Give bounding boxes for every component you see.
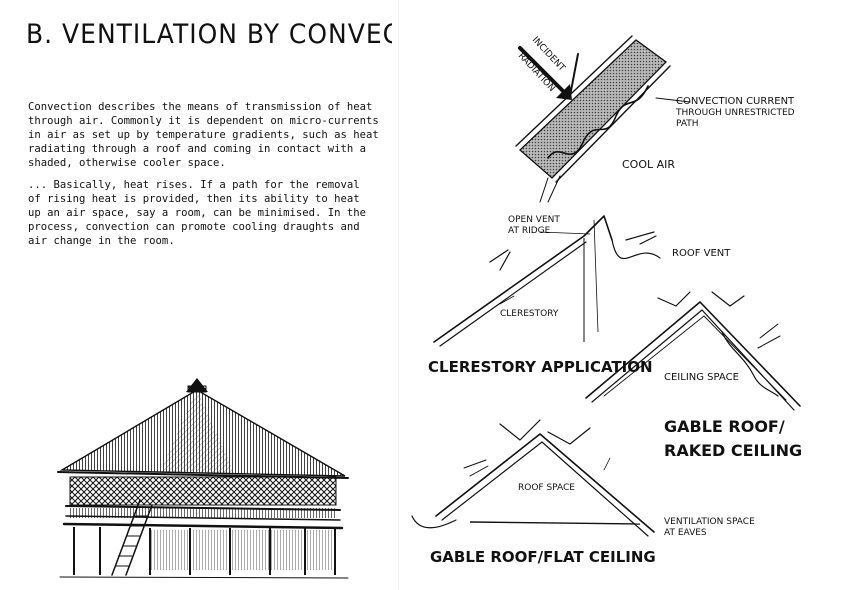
title-gable-roof: GABLE ROOF/ [664, 417, 785, 436]
label-roof-vent: ROOF VENT [672, 248, 731, 259]
label-roof-space: ROOF SPACE [518, 483, 575, 493]
label-ceiling-space: CEILING SPACE [664, 372, 739, 383]
label-clerestory: CLERESTORY [500, 309, 559, 319]
label-at-eaves: AT EAVES [664, 528, 707, 538]
label-open-vent: OPEN VENT [508, 215, 560, 225]
house-sketch [57, 378, 349, 579]
gable-flat-diagram: ROOF SPACE VENTILATION SPACE AT EAVES GA… [411, 419, 755, 566]
clerestory-diagram: OPEN VENT AT RIDGE CLERESTORY CLERESTORY… [428, 215, 661, 376]
paragraph-heat-rises: ... Basically, heat rises. If a path for… [28, 179, 367, 247]
page-divider [398, 0, 399, 590]
title-clerestory-application: CLERESTORY APPLICATION [428, 358, 653, 376]
title-raked-ceiling: RAKED CEILING [664, 441, 802, 460]
label-convection-current: CONVECTION CURRENT [676, 96, 795, 107]
label-path: PATH [676, 119, 699, 129]
roof-section-diagram: INCIDENT RADIATION CONVECTION CURRENT TH… [515, 35, 795, 203]
label-ventilation-space: VENTILATION SPACE [664, 517, 755, 527]
gable-raked-diagram: ROOF VENT CEILING SPACE GABLE ROOF/ RAKE… [585, 248, 802, 460]
title-gable-flat-ceiling: GABLE ROOF/FLAT CEILING [430, 548, 656, 566]
label-cool-air: COOL AIR [622, 158, 675, 171]
label-at-ridge: AT RIDGE [508, 226, 551, 236]
label-through-unrestricted: THROUGH UNRESTRICTED [675, 108, 795, 118]
paragraph-convection: Convection describes the means of transm… [28, 101, 379, 169]
page-heading: B. VENTILATION BY CONVECTION [26, 19, 392, 50]
